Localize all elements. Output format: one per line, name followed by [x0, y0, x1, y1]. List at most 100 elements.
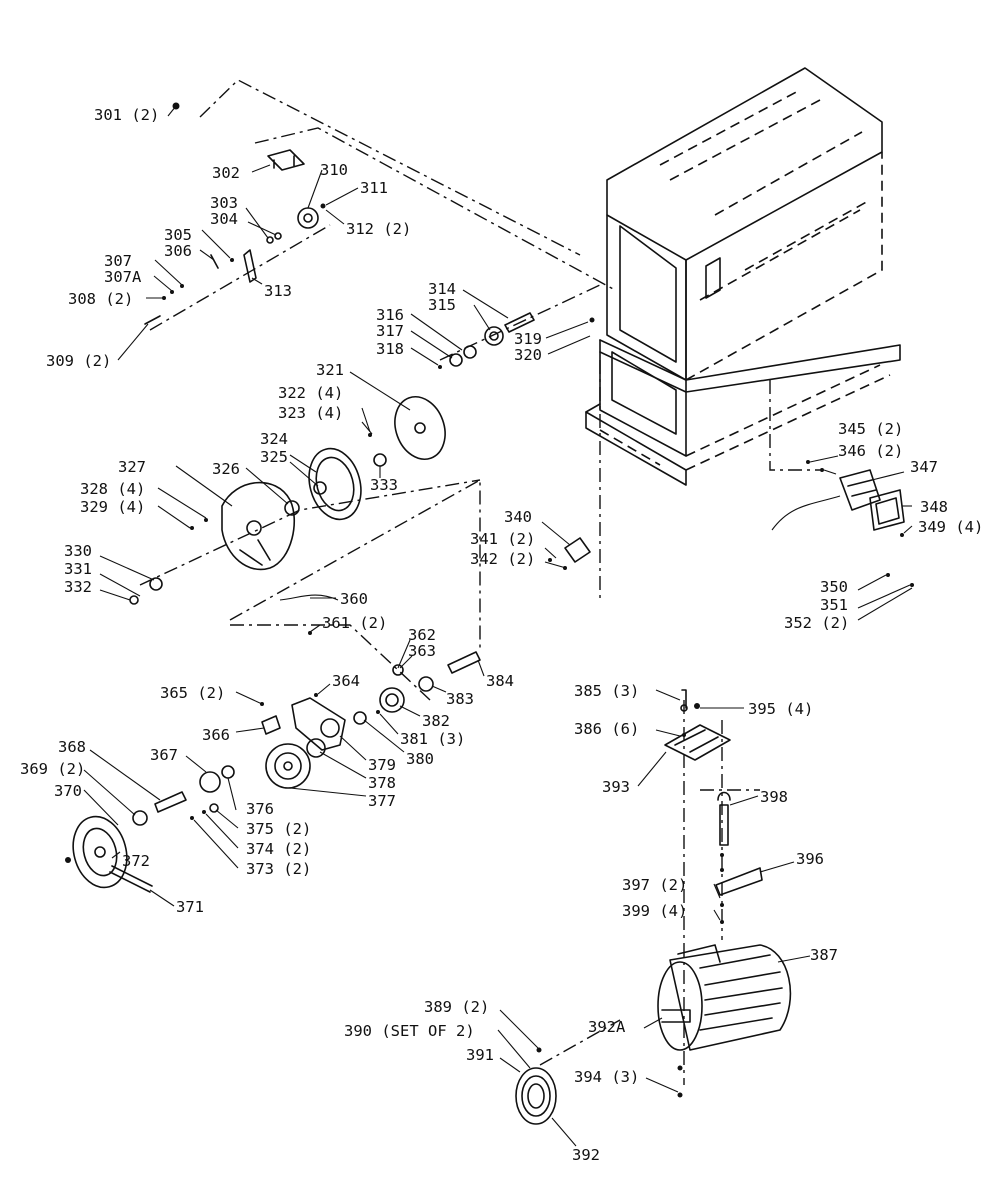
bearing-315: [484, 326, 504, 346]
label-362: 362: [408, 626, 436, 644]
label-318: 318: [376, 340, 404, 358]
label-385: 385 (3): [574, 682, 639, 700]
shaft-384: [447, 651, 481, 674]
pulley-377: [265, 743, 311, 789]
label-363: 363: [408, 642, 436, 660]
pulley-310: [297, 207, 319, 229]
label-323: 323 (4): [278, 404, 343, 422]
label-316: 316: [376, 306, 404, 324]
label-314: 314: [428, 280, 456, 298]
arbor-parts: [129, 312, 595, 605]
label-361: 361 (2): [322, 614, 387, 632]
label-341: 341 (2): [470, 530, 535, 548]
label-371: 371: [176, 898, 204, 916]
label-370: 370: [54, 782, 82, 800]
label-373: 373 (2): [246, 860, 311, 878]
label-329: 329 (4): [80, 498, 145, 516]
label-390: 390 (SET OF 2): [344, 1022, 475, 1040]
label-369: 369 (2): [20, 760, 85, 778]
label-307a: 307A: [104, 268, 142, 286]
motor-pulley-392: [515, 1067, 557, 1125]
label-364: 364: [332, 672, 360, 690]
label-304: 304: [210, 210, 238, 228]
label-382: 382: [422, 712, 450, 730]
label-349: 349 (4): [918, 518, 983, 536]
label-310: 310: [320, 161, 348, 179]
label-374: 374 (2): [246, 840, 311, 858]
label-350: 350: [820, 578, 848, 596]
label-303: 303: [210, 194, 238, 212]
label-375: 375 (2): [246, 820, 311, 838]
label-395: 395 (4): [748, 700, 813, 718]
switch-347: [839, 469, 881, 511]
label-347: 347: [910, 458, 938, 476]
motor-assembly: [515, 689, 792, 1125]
label-378: 378: [368, 774, 396, 792]
collar-382: [379, 687, 405, 713]
label-391: 391: [466, 1046, 494, 1064]
label-340: 340: [504, 508, 532, 526]
wheel-324: [308, 447, 362, 521]
label-376: 376: [246, 800, 274, 818]
pulley-370: [72, 815, 128, 889]
switch-assembly: [548, 460, 914, 587]
label-394: 394 (3): [574, 1068, 639, 1086]
saw-blade-321: [394, 396, 446, 460]
label-393: 393: [602, 778, 630, 796]
label-327: 327: [118, 458, 146, 476]
label-346: 346 (2): [838, 442, 903, 460]
motor-387: [669, 944, 792, 1051]
label-317: 317: [376, 322, 404, 340]
handle-398: [717, 791, 731, 846]
label-301: 301 (2): [94, 106, 159, 124]
part-labels: 301 (2) 302 310 311 303 304 312 (2) 305 …: [20, 106, 983, 1164]
label-342: 342 (2): [470, 550, 535, 568]
bracket-302: [267, 149, 305, 171]
label-368: 368: [58, 738, 86, 756]
label-389: 389 (2): [424, 998, 489, 1016]
pulley-330: [149, 577, 163, 591]
label-366: 366: [202, 726, 230, 744]
collar-367: [199, 771, 221, 793]
label-315: 315: [428, 296, 456, 314]
shaft-368: [154, 791, 187, 813]
label-324: 324: [260, 430, 288, 448]
label-325: 325: [260, 448, 288, 466]
bracket-340: [564, 537, 591, 563]
label-302: 302: [212, 164, 240, 182]
lever-313: [243, 249, 257, 283]
plate-364: [291, 697, 346, 751]
label-326: 326: [212, 460, 240, 478]
shaft-314: [504, 312, 535, 333]
label-328: 328 (4): [80, 480, 145, 498]
label-372: 372: [122, 852, 150, 870]
assembly-lines: [139, 79, 820, 1085]
label-307: 307: [104, 252, 132, 270]
label-352: 352 (2): [784, 614, 849, 632]
label-322: 322 (4): [278, 384, 343, 402]
label-348: 348: [920, 498, 948, 516]
label-367: 367: [150, 746, 178, 764]
label-306: 306: [164, 242, 192, 260]
cabinet-stand: [585, 67, 901, 486]
label-332: 332: [64, 578, 92, 596]
label-392: 392: [572, 1146, 600, 1164]
label-360: 360: [340, 590, 368, 608]
label-351: 351: [820, 596, 848, 614]
label-383: 383: [446, 690, 474, 708]
label-319: 319: [514, 330, 542, 348]
label-309: 309 (2): [46, 352, 111, 370]
label-321: 321: [316, 361, 344, 379]
label-380: 380: [406, 750, 434, 768]
cover-348: [869, 489, 905, 531]
label-333: 333: [370, 476, 398, 494]
label-308: 308 (2): [68, 290, 133, 308]
label-392a: 392A: [588, 1018, 626, 1036]
label-387: 387: [810, 946, 838, 964]
belt-371: [109, 871, 151, 893]
label-345: 345 (2): [838, 420, 903, 438]
label-305: 305: [164, 226, 192, 244]
label-365: 365 (2): [160, 684, 225, 702]
label-313: 313: [264, 282, 292, 300]
plate-393: [664, 724, 731, 761]
